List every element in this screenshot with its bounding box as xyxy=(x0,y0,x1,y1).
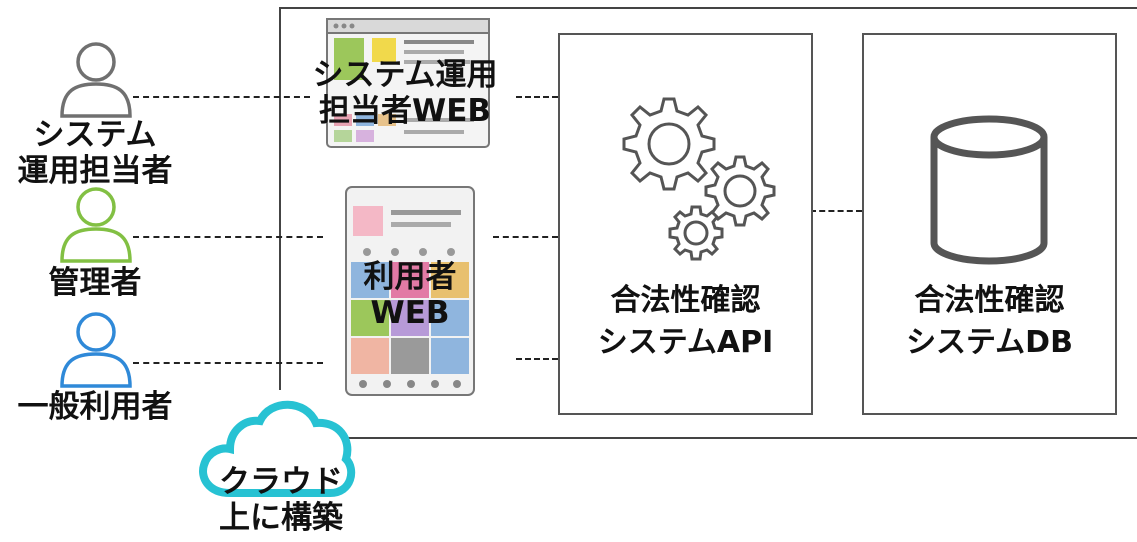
connector-userweb-to-api-2 xyxy=(516,358,558,360)
connector-admin-to-userweb xyxy=(133,236,323,238)
admin-user-label: 管理者 xyxy=(48,265,142,301)
general-user-label: 一般利用者 xyxy=(17,389,173,425)
connector-ops-to-opsweb xyxy=(133,96,310,98)
user-web-label: 利用者 WEB xyxy=(363,259,457,331)
database-cylinder-icon xyxy=(930,115,1048,265)
api-box: 合法性確認 システムAPI xyxy=(558,33,813,415)
connector-userweb-to-api-1 xyxy=(493,236,558,238)
ops-user-icon xyxy=(60,42,132,118)
gears-icon xyxy=(622,97,776,261)
ops-web-label: システム運用 担当者WEB xyxy=(312,57,498,129)
browser-window-icon xyxy=(326,18,490,148)
admin-user-icon xyxy=(60,187,132,263)
cloud-icon xyxy=(199,400,356,497)
ops-user-label: システム 運用担当者 xyxy=(17,117,173,189)
connector-api-to-db xyxy=(810,210,862,212)
db-box: 合法性確認 システムDB xyxy=(862,33,1117,415)
api-box-title: 合法性確認 システムAPI xyxy=(597,283,774,360)
connector-user-to-userweb xyxy=(133,362,323,364)
cloud-label: クラウド 上に構築 xyxy=(219,464,343,536)
connector-opsweb-to-api xyxy=(516,96,558,98)
db-box-title: 合法性確認 システムDB xyxy=(906,283,1073,360)
smartphone-app-icon xyxy=(345,186,475,396)
general-user-icon xyxy=(60,312,132,388)
